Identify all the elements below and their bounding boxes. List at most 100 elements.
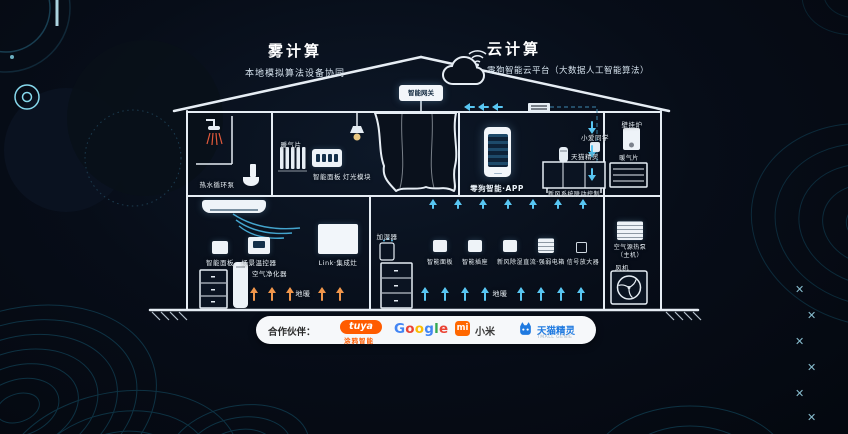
- app-phone: [484, 127, 511, 177]
- floor-heating-arrow: [336, 287, 344, 301]
- shower-icon: [196, 116, 233, 165]
- label-hot-water-pump: 热水循环泵: [199, 181, 235, 189]
- google-letter: l: [434, 321, 439, 337]
- google-letter: e: [438, 321, 449, 337]
- label-radiator: 暖气片: [280, 141, 302, 149]
- label-smart-panel-2: 智能面板: [206, 259, 234, 267]
- airflow-arrow: [479, 199, 487, 209]
- google-letter: o: [414, 321, 425, 337]
- fresh-air-arrow: [588, 121, 596, 134]
- label-boiler: 壁挂炉: [621, 121, 643, 129]
- xiaomi-logo: mi: [455, 321, 470, 336]
- humidifier-icon: [379, 237, 395, 261]
- tuya-name: 涂鸦智能: [344, 337, 374, 345]
- fog-computing-block: 雾计算 本地模拟算法设备协同: [210, 40, 380, 79]
- decor-cross-icon: [807, 309, 816, 322]
- floor-heating-arrow: [250, 287, 258, 301]
- airflow-arrow: [504, 199, 512, 209]
- electric-box-device: [538, 238, 554, 253]
- label-heat-pump-2: （主机）: [616, 252, 644, 259]
- tmall-genie-subtitle: TMALL GENIE: [537, 335, 573, 340]
- decor-cross-icon: [795, 387, 804, 400]
- heat-pump-device: [617, 221, 643, 240]
- airflow-arrow: [517, 287, 525, 301]
- fresh-air-arrow: [588, 168, 596, 181]
- boiler-icon: [623, 128, 640, 150]
- airflow-arrow: [481, 287, 489, 301]
- label-right-radiator: 暖气片: [619, 155, 639, 162]
- smart-panel-device: [312, 149, 342, 167]
- label-light-module: 灯光模块: [343, 173, 371, 181]
- air-purifier-icon: [233, 262, 248, 308]
- device-box: [433, 240, 447, 252]
- airflow-arrow: [579, 199, 587, 209]
- curtain-icon: [374, 112, 458, 192]
- toilet-icon: [243, 164, 259, 186]
- phone-home-bar: [493, 172, 502, 174]
- xiaomi-name: 小米: [475, 327, 495, 338]
- airflow-arrow: [421, 287, 429, 301]
- house-walls: [148, 55, 700, 312]
- floor-heating-arrow: [286, 287, 294, 301]
- decor-circle: [67, 40, 223, 196]
- airflow-arrow: [461, 287, 469, 301]
- label-tmall-genie: 天猫精灵: [571, 153, 599, 161]
- label-device-5: 信号放大器: [566, 259, 600, 266]
- fog-computing-subtitle: 本地模拟算法设备协同: [244, 69, 345, 79]
- label-heat-pump: 空气源热泵: [613, 244, 647, 251]
- label-smart-panel: 智能面板: [313, 173, 341, 181]
- phone-screen: [487, 134, 508, 167]
- airflow-arrow: [554, 199, 562, 209]
- airflow-arrow: [537, 287, 545, 301]
- google-letter: o: [405, 321, 415, 337]
- airflow-arrow: [529, 199, 537, 209]
- floor-heating-arrow: [318, 287, 326, 301]
- decor-cross-icon: [795, 335, 804, 348]
- ac-unit: [202, 200, 266, 213]
- label-floor-heating-right: 地暖: [492, 290, 508, 298]
- decor-cross-icon: [807, 411, 816, 424]
- fresh-air-arrow: [464, 103, 475, 111]
- label-fan: 风机: [615, 264, 629, 272]
- google-letter: G: [394, 321, 406, 337]
- google-logo: Google: [394, 321, 448, 337]
- wifi-icon: [468, 50, 487, 67]
- smart-gateway-box: 智能网关: [399, 85, 443, 101]
- label-thermostat: 场景温控器: [241, 259, 277, 267]
- partners-bar: [256, 316, 596, 344]
- cloud-computing-subtitle: 零狗智能云平台（大数据人工智能算法）: [487, 66, 650, 76]
- label-purifier: 空气净化器: [252, 270, 287, 278]
- fresh-air-vent-icon: [528, 103, 598, 178]
- label-app: 零狗智能·APP: [470, 184, 524, 193]
- label-xiaoai: 小爱同学: [581, 134, 609, 142]
- cabinet-icon: [199, 269, 228, 309]
- device-box: [503, 240, 517, 252]
- pendant-light-icon: [350, 112, 364, 141]
- signal-amplifier-device: [576, 242, 587, 253]
- fog-computing-title: 雾计算: [267, 42, 322, 60]
- label-stove: Link·集成灶: [318, 259, 358, 267]
- cloud-computing-block: 云计算 零狗智能云平台（大数据人工智能算法）: [487, 38, 649, 76]
- cloud-icon: [441, 55, 486, 85]
- fresh-air-arrow: [492, 103, 503, 111]
- google-letter: g: [424, 321, 435, 337]
- tmall-genie-device-icon: [559, 147, 568, 162]
- decor-cross-icon: [807, 361, 816, 374]
- label-device-2: 智能插座: [461, 259, 489, 266]
- fresh-air-arrow: [588, 145, 596, 158]
- tmall-genie-name: 天猫精灵: [537, 326, 576, 337]
- airflow-arrow: [429, 199, 437, 209]
- label-floor-heating-left: 地暖: [295, 290, 311, 298]
- ground-hatching: [151, 311, 702, 321]
- stove-device: [318, 224, 358, 254]
- airflow-arrow: [557, 287, 565, 301]
- ac-airflow-icon: [232, 213, 301, 239]
- decor-cross-icon: [795, 283, 804, 296]
- device-box: [468, 240, 482, 252]
- label-cabinet-caption: 新风系统联动控制: [547, 190, 601, 198]
- tuya-logo: tuya: [340, 320, 382, 334]
- fan-icon: [610, 270, 648, 305]
